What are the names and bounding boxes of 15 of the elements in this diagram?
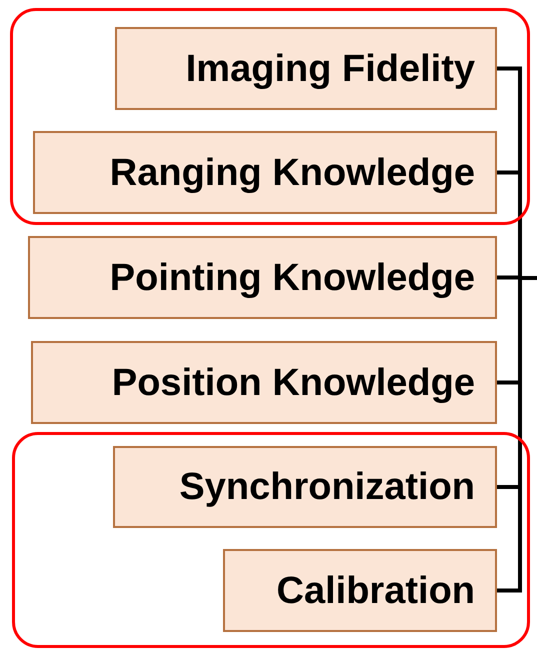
box-label: Calibration [276,572,475,610]
process-box [223,549,497,632]
group-outline [10,8,530,225]
process-box [31,341,497,424]
process-box [33,131,497,214]
process-box [28,236,497,319]
box-label: Imaging Fidelity [186,50,475,88]
process-box [115,27,497,110]
box-label: Synchronization [179,468,475,506]
box-label: Ranging Knowledge [110,154,475,192]
process-box [113,446,497,528]
group-outline [12,432,530,648]
box-label: Pointing Knowledge [110,258,475,296]
connector-line [497,276,537,592]
box-label: Position Knowledge [112,364,475,402]
